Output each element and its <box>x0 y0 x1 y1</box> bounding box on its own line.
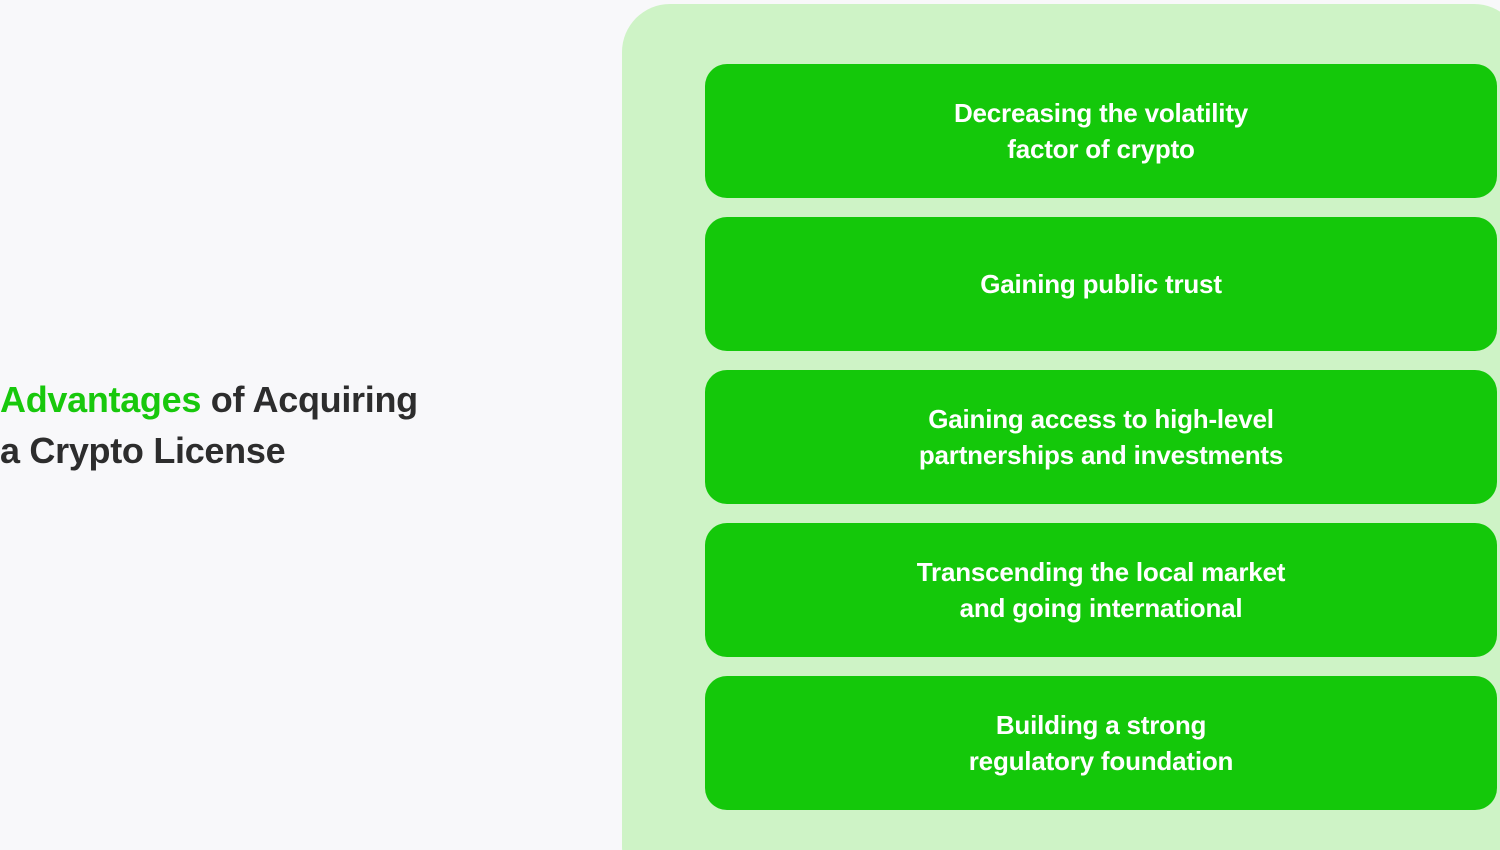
advantage-card-label: Building a strong regulatory foundation <box>968 710 1234 776</box>
advantages-panel: Decreasing the volatility factor of cryp… <box>622 4 1500 850</box>
title-accent-word: Advantages <box>0 379 202 420</box>
advantage-card: Gaining public trust <box>705 217 1497 351</box>
advantages-list: Decreasing the volatility factor of cryp… <box>705 64 1500 810</box>
advantage-card-label: Gaining access to high-level partnership… <box>918 404 1284 470</box>
heading-block: Advantages of Acquiring a Crypto License <box>0 374 560 476</box>
page-title: Advantages of Acquiring a Crypto License <box>0 374 560 476</box>
advantage-card-label: Transcending the local market and going … <box>916 557 1286 623</box>
advantage-card: Building a strong regulatory foundation <box>705 676 1497 810</box>
advantage-card: Gaining access to high-level partnership… <box>705 370 1497 504</box>
title-rest: of Acquiring <box>201 379 418 420</box>
advantage-card: Transcending the local market and going … <box>705 523 1497 657</box>
advantage-card: Decreasing the volatility factor of cryp… <box>705 64 1497 198</box>
advantage-card-label: Gaining public trust <box>980 269 1222 299</box>
advantage-card-label: Decreasing the volatility factor of cryp… <box>953 98 1249 164</box>
title-line-two: a Crypto License <box>0 430 286 471</box>
